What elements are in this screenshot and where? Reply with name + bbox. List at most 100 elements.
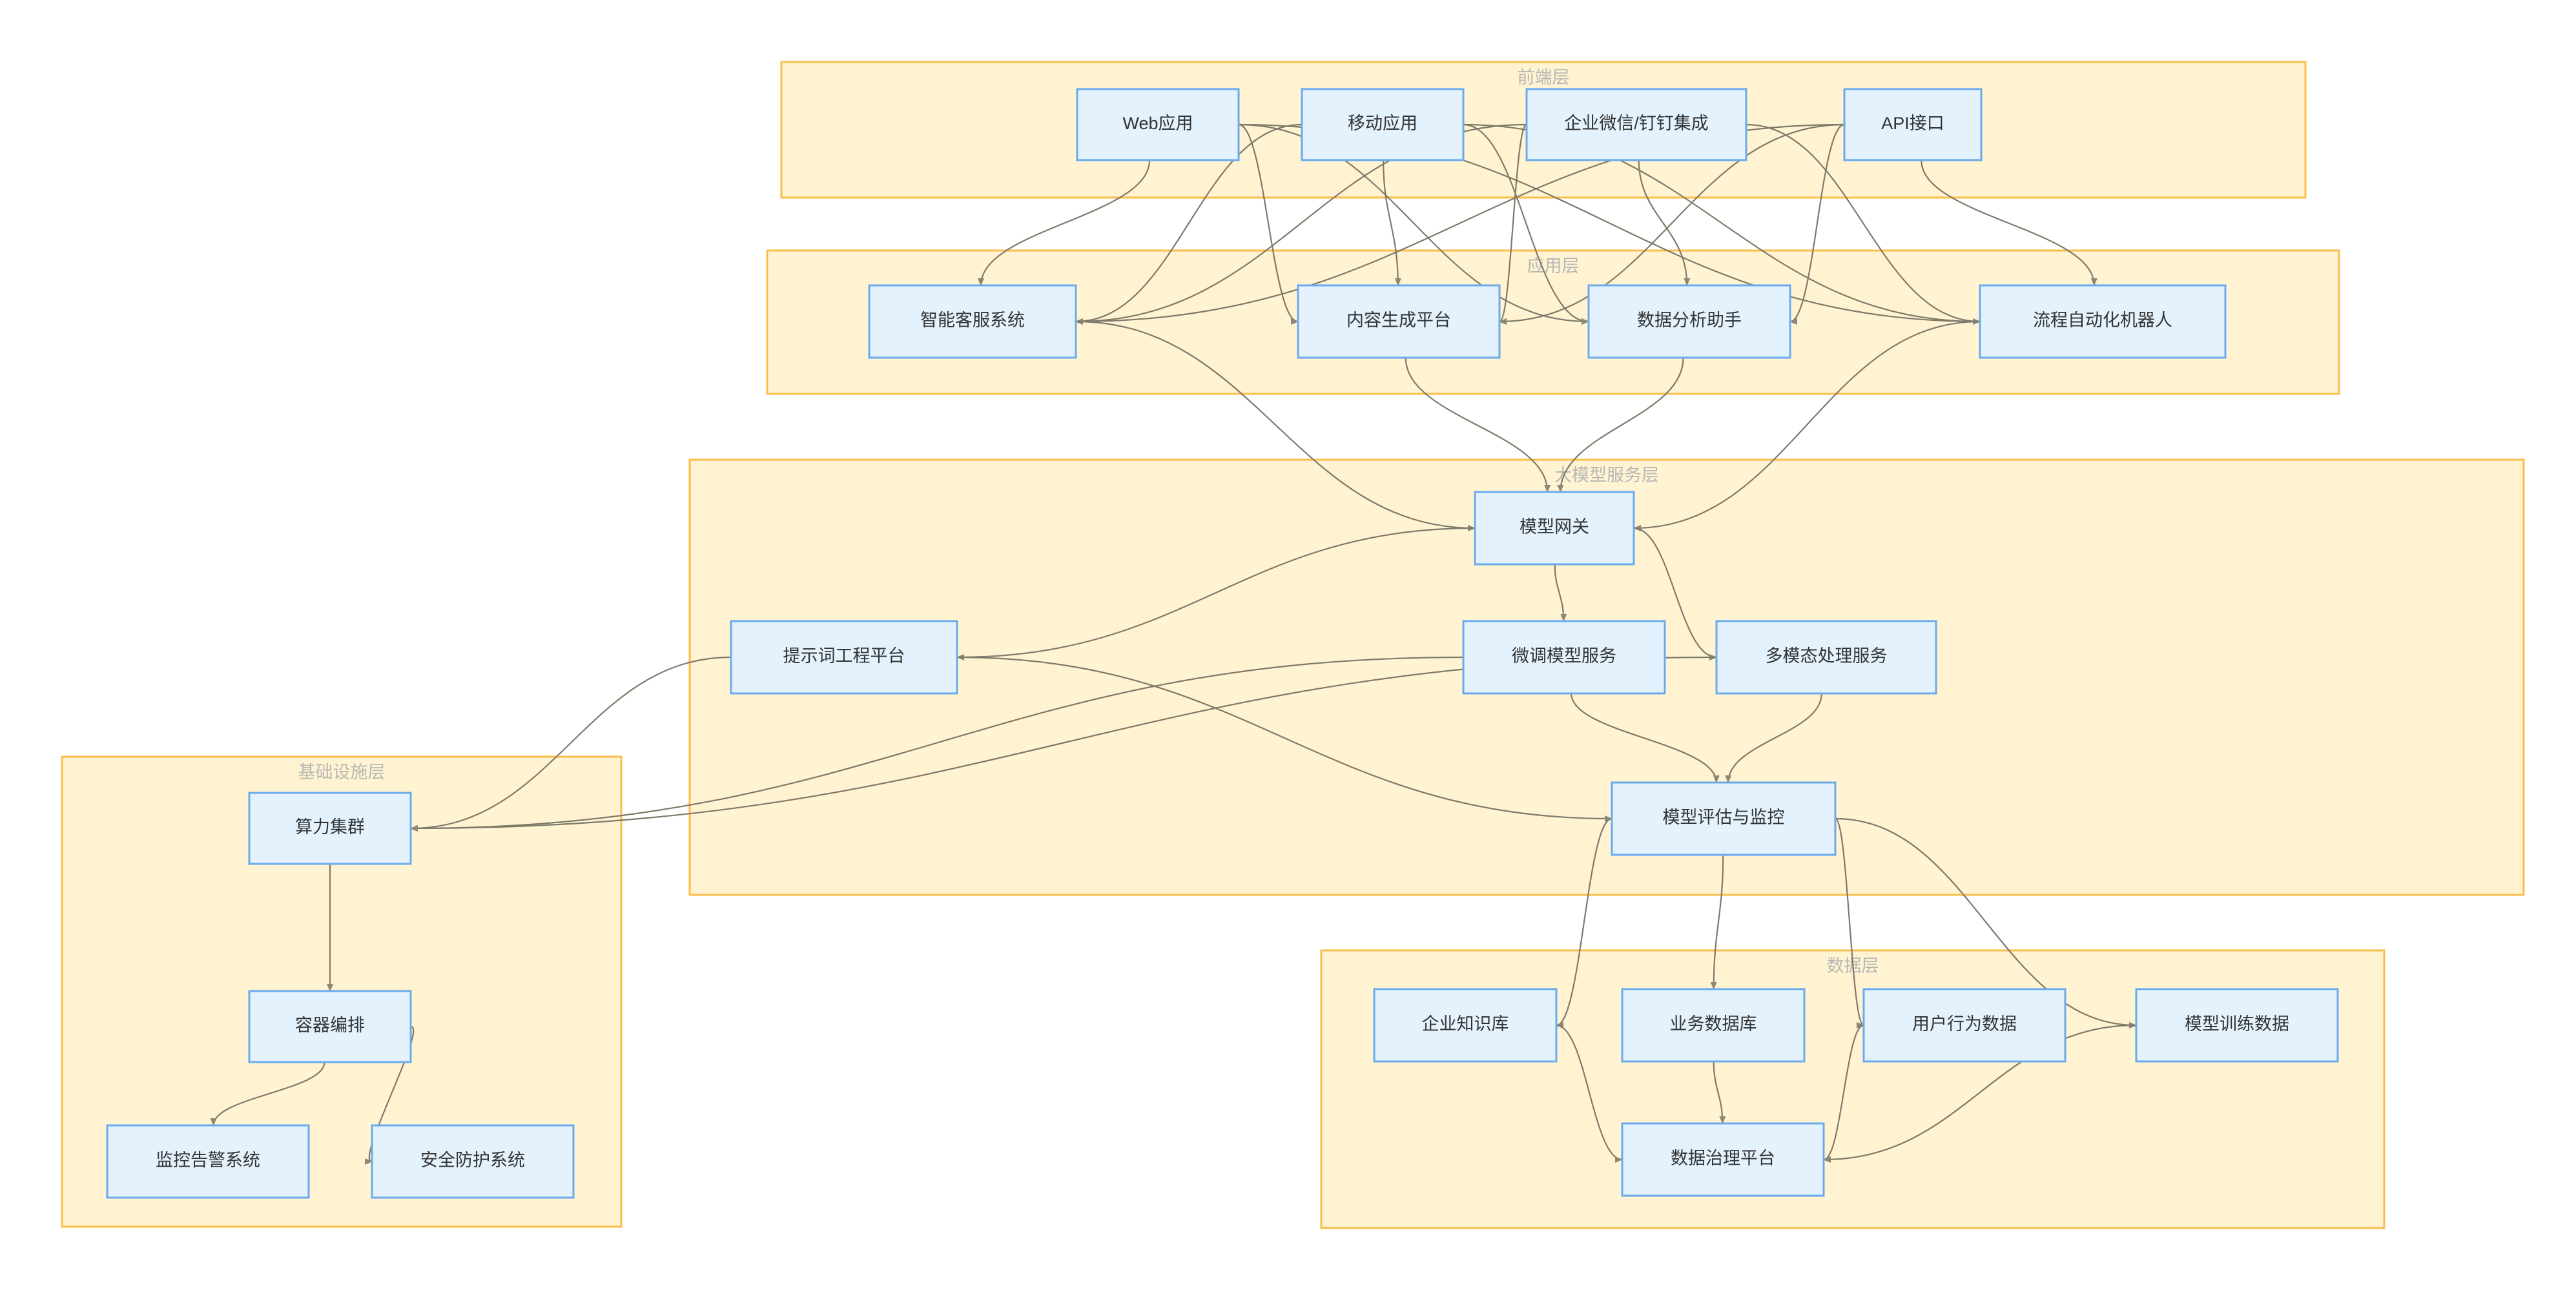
node-box-gpu[interactable] bbox=[248, 792, 412, 865]
edge-prompt-to-evalmon bbox=[956, 656, 1613, 822]
node-bizdb[interactable]: 业务数据库 bbox=[1621, 988, 1806, 1063]
edge-finetune-to-gpu bbox=[410, 656, 1464, 832]
edge-web-to-content bbox=[1238, 123, 1299, 325]
node-box-behavior[interactable] bbox=[1862, 988, 2066, 1063]
node-k8s[interactable]: 容器编排 bbox=[248, 990, 412, 1063]
node-label-finetune: 微调模型服务 bbox=[1512, 646, 1616, 666]
node-security[interactable]: 安全防护系统 bbox=[371, 1124, 575, 1199]
node-box-k8s[interactable] bbox=[248, 990, 412, 1063]
edge-evalmon-to-bizdb bbox=[1710, 854, 1724, 990]
edge-im-to-analytics bbox=[1638, 159, 1691, 286]
node-content[interactable]: 内容生成平台 bbox=[1297, 284, 1501, 359]
node-box-rpa[interactable] bbox=[1979, 284, 2227, 359]
node-evalmon[interactable]: 模型评估与监控 bbox=[1611, 781, 1837, 856]
node-box-prompt[interactable] bbox=[730, 620, 958, 695]
node-label-gpu: 算力集群 bbox=[295, 817, 365, 837]
node-analytics[interactable]: 数据分析助手 bbox=[1587, 284, 1791, 359]
edge-finetune-to-evalmon bbox=[1571, 693, 1720, 783]
edge-mobile-to-content bbox=[1383, 159, 1401, 286]
node-box-monitor[interactable] bbox=[106, 1124, 310, 1199]
edge-web-to-cs bbox=[977, 159, 1151, 286]
node-label-monitor: 监控告警系统 bbox=[156, 1151, 260, 1170]
node-rpa[interactable]: 流程自动化机器人 bbox=[1979, 284, 2227, 359]
node-label-kb: 企业知识库 bbox=[1422, 1014, 1509, 1034]
node-im[interactable]: 企业微信/钉钉集成 bbox=[1525, 88, 1747, 161]
edge-kb-to-governance bbox=[1556, 1024, 1623, 1163]
node-box-kb[interactable] bbox=[1373, 988, 1558, 1063]
edge-multimodal-to-evalmon bbox=[1725, 693, 1822, 783]
node-label-api: API接口 bbox=[1881, 114, 1944, 133]
node-api[interactable]: API接口 bbox=[1843, 88, 1983, 161]
node-label-gateway: 模型网关 bbox=[1520, 517, 1589, 537]
edge-evalmon-to-kb bbox=[1556, 817, 1613, 1029]
node-label-im: 企业微信/钉钉集成 bbox=[1564, 114, 1709, 133]
node-kb[interactable]: 企业知识库 bbox=[1373, 988, 1558, 1063]
node-box-evalmon[interactable] bbox=[1611, 781, 1837, 856]
edge-rpa-to-gateway bbox=[1633, 320, 1981, 531]
edge-k8s-to-security bbox=[364, 1025, 415, 1165]
edge-evalmon-to-behavior bbox=[1834, 817, 1865, 1029]
edge-prompt-to-gpu bbox=[410, 656, 732, 832]
edge-bizdb-to-governance bbox=[1713, 1061, 1726, 1124]
node-box-mobile[interactable] bbox=[1301, 88, 1465, 161]
node-box-bizdb[interactable] bbox=[1621, 988, 1806, 1063]
node-multimodal[interactable]: 多模态处理服务 bbox=[1715, 620, 1937, 695]
node-label-content: 内容生成平台 bbox=[1346, 311, 1451, 330]
node-governance[interactable]: 数据治理平台 bbox=[1621, 1122, 1825, 1197]
node-finetune[interactable]: 微调模型服务 bbox=[1462, 620, 1666, 695]
node-label-mobile: 移动应用 bbox=[1348, 114, 1417, 133]
node-mobile[interactable]: 移动应用 bbox=[1301, 88, 1465, 161]
edge-mobile-to-analytics bbox=[1463, 123, 1589, 325]
node-gateway[interactable]: 模型网关 bbox=[1474, 491, 1635, 566]
node-label-security: 安全防护系统 bbox=[420, 1151, 525, 1170]
node-label-analytics: 数据分析助手 bbox=[1637, 311, 1742, 330]
node-traindata[interactable]: 模型训练数据 bbox=[2135, 988, 2339, 1063]
node-label-k8s: 容器编排 bbox=[295, 1016, 365, 1035]
node-box-gateway[interactable] bbox=[1474, 491, 1635, 566]
node-cs[interactable]: 智能客服系统 bbox=[868, 284, 1077, 359]
node-monitor[interactable]: 监控告警系统 bbox=[106, 1124, 310, 1199]
cluster-label-model: 大模型服务层 bbox=[1554, 466, 1659, 485]
node-label-web: Web应用 bbox=[1122, 114, 1193, 133]
cluster-label-infra: 基础设施层 bbox=[298, 763, 386, 782]
node-box-web[interactable] bbox=[1076, 88, 1240, 161]
node-box-multimodal[interactable] bbox=[1715, 620, 1937, 695]
node-prompt[interactable]: 提示词工程平台 bbox=[730, 620, 958, 695]
node-box-traindata[interactable] bbox=[2135, 988, 2339, 1063]
node-label-governance: 数据治理平台 bbox=[1671, 1149, 1775, 1168]
node-label-bizdb: 业务数据库 bbox=[1670, 1014, 1757, 1034]
node-box-analytics[interactable] bbox=[1587, 284, 1791, 359]
node-gpu[interactable]: 算力集群 bbox=[248, 792, 412, 865]
node-box-im[interactable] bbox=[1525, 88, 1747, 161]
node-label-cs: 智能客服系统 bbox=[920, 311, 1025, 330]
edge-api-to-analytics bbox=[1789, 123, 1845, 325]
edge-gateway-to-multimodal bbox=[1633, 527, 1717, 660]
edge-traindata-to-governance bbox=[1823, 1024, 2137, 1163]
node-label-rpa: 流程自动化机器人 bbox=[2033, 311, 2172, 330]
node-behavior[interactable]: 用户行为数据 bbox=[1862, 988, 2066, 1063]
edge-analytics-to-gateway bbox=[1557, 357, 1684, 493]
node-label-behavior: 用户行为数据 bbox=[1912, 1014, 2017, 1034]
node-web[interactable]: Web应用 bbox=[1076, 88, 1240, 161]
node-label-multimodal: 多模态处理服务 bbox=[1766, 646, 1888, 666]
edge-api-to-content bbox=[1499, 123, 1845, 325]
node-box-cs[interactable] bbox=[868, 284, 1077, 359]
node-box-security[interactable] bbox=[371, 1124, 575, 1199]
node-box-finetune[interactable] bbox=[1462, 620, 1666, 695]
edge-mobile-to-cs bbox=[1075, 123, 1303, 325]
edge-evalmon-to-traindata bbox=[1835, 817, 2137, 1029]
node-box-content[interactable] bbox=[1297, 284, 1501, 359]
cluster-label-app: 应用层 bbox=[1527, 256, 1580, 276]
edge-web-to-analytics bbox=[1238, 123, 1589, 325]
edge-k8s-to-monitor bbox=[210, 1061, 325, 1126]
edge-gateway-to-prompt bbox=[956, 527, 1476, 660]
node-box-governance[interactable] bbox=[1621, 1122, 1825, 1197]
node-label-prompt: 提示词工程平台 bbox=[783, 646, 905, 666]
edge-im-to-content bbox=[1498, 123, 1528, 325]
edge-cs-to-gateway bbox=[1075, 320, 1476, 531]
node-box-api[interactable] bbox=[1843, 88, 1983, 161]
edge-behavior-to-governance bbox=[1823, 1024, 1864, 1163]
